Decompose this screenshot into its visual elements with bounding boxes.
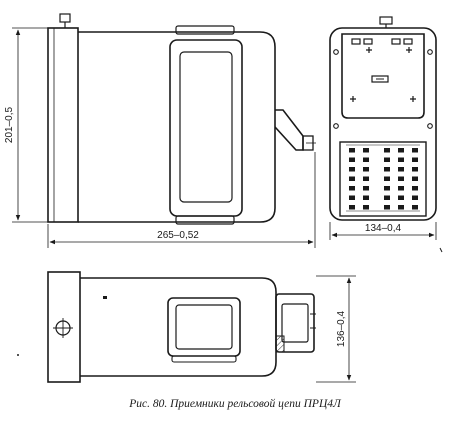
terminal-pin: [384, 176, 390, 181]
top-connector-inner: [281, 303, 309, 343]
dimension-depth-label: 136–0,4: [336, 310, 347, 347]
handle-inner: [179, 51, 233, 203]
top-connector-hatch: [275, 335, 285, 353]
rear-terminal: [403, 38, 413, 45]
rear-dimension-lines: [329, 222, 437, 240]
housing-body: [78, 31, 276, 223]
terminal-pin: [349, 176, 355, 181]
rear-mounting-hole: [427, 123, 433, 129]
front-panel-plate: [47, 27, 79, 223]
figure-caption: Рис. 80. Приемники рельсовой цепи ПРЦ4Л: [128, 397, 342, 410]
front-panel-knob: [59, 13, 71, 23]
rear-knob: [379, 16, 393, 25]
dimension-width-label: 134–0,4: [365, 223, 402, 234]
top-marker-dot: [103, 296, 107, 299]
top-dimension-lines: [316, 275, 356, 383]
terminal-pin: [412, 148, 418, 153]
rear-mounting-hole: [427, 49, 433, 55]
rear-terminal: [363, 38, 373, 45]
terminal-pin: [349, 186, 355, 191]
terminal-pin: [412, 186, 418, 191]
rear-view: [329, 16, 437, 221]
terminal-pin: [349, 195, 355, 200]
housing-clip-top: [175, 25, 235, 35]
top-connector-tabs: [310, 313, 316, 329]
top-handle-outer: [167, 297, 241, 357]
terminal-pin: [363, 148, 369, 153]
front-dimension-lines: [12, 27, 316, 248]
terminal-pin: [363, 186, 369, 191]
terminal-pin: [412, 157, 418, 162]
dimension-height-label: 201–0,5: [4, 106, 15, 143]
terminal-pin: [349, 205, 355, 210]
rear-terminal: [351, 38, 361, 45]
terminal-pin: [398, 148, 404, 153]
rear-housing: [329, 27, 437, 221]
terminal-pin: [412, 176, 418, 181]
top-handle-base: [171, 355, 237, 363]
front-view: [47, 13, 316, 225]
terminal-pin: [398, 186, 404, 191]
rear-cover-plate: [341, 33, 425, 119]
rear-mounting-hole: [333, 49, 339, 55]
terminal-pin: [384, 195, 390, 200]
terminal-pin: [412, 195, 418, 200]
rear-terminal-block: [339, 141, 427, 217]
rear-mounting-hole: [333, 123, 339, 129]
stray-dot: [17, 354, 19, 356]
terminal-pin: [349, 167, 355, 172]
terminal-pin: [363, 205, 369, 210]
terminal-pin-grid: [346, 144, 420, 212]
rear-label-plate: [371, 75, 389, 83]
rear-terminal: [391, 38, 401, 45]
rear-terminal-cross: [366, 47, 412, 53]
terminal-pin: [412, 205, 418, 210]
terminal-pin: [398, 167, 404, 172]
top-view: [47, 271, 316, 383]
top-connector-outer: [275, 293, 315, 353]
handle-outer: [169, 39, 243, 217]
terminal-pin: [384, 148, 390, 153]
top-handle-inner: [175, 304, 233, 350]
terminal-pin: [398, 205, 404, 210]
terminal-pin: [412, 167, 418, 172]
dimension-length-label: 265–0,52: [157, 230, 199, 241]
rear-cover-terminals: [350, 38, 416, 102]
top-housing-body: [80, 277, 277, 377]
terminal-pin: [363, 157, 369, 162]
terminal-pin: [349, 148, 355, 153]
terminal-pin: [384, 157, 390, 162]
terminal-pin: [384, 186, 390, 191]
terminal-pin: [398, 157, 404, 162]
terminal-pin: [384, 167, 390, 172]
terminal-pin: [363, 195, 369, 200]
terminal-pin: [349, 157, 355, 162]
stray-mark: [439, 247, 443, 253]
connector-bracket-edge: [282, 109, 304, 137]
terminal-pin: [384, 205, 390, 210]
terminal-pin: [363, 167, 369, 172]
terminal-pin: [363, 176, 369, 181]
terminal-pin: [398, 176, 404, 181]
rear-mount-screw: [350, 96, 416, 102]
top-front-panel: [47, 271, 81, 383]
terminal-pin: [398, 195, 404, 200]
